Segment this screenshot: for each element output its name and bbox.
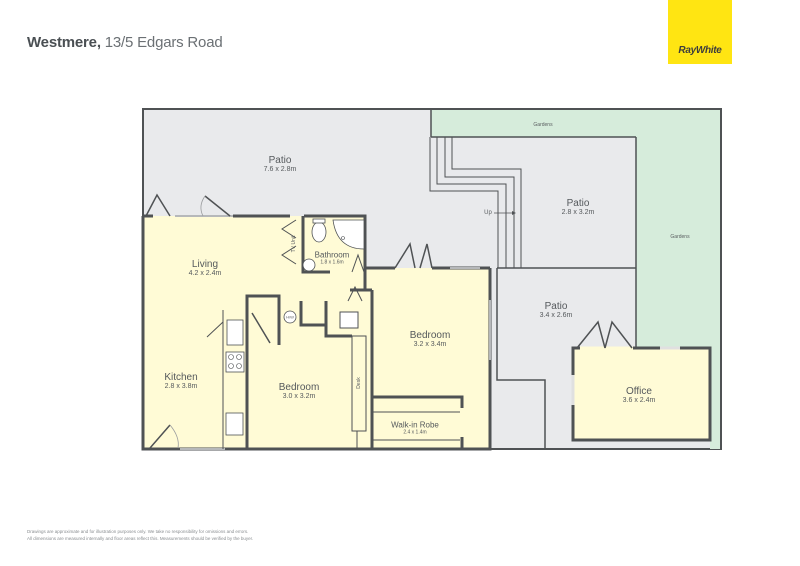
room-patio-upper-right: Patio 2.8 x 3.2m — [561, 198, 595, 216]
stove-icon — [225, 351, 245, 373]
stairs — [429, 137, 522, 268]
desk-label: Desk — [356, 377, 362, 389]
room-walk-in-robe: Walk-in Robe 2.4 x 1.4m — [391, 420, 439, 436]
tv-unit-label: TV Unit — [291, 235, 297, 253]
disclaimer-line-2: All dimensions are measured internally a… — [27, 536, 254, 541]
page-title: Westmere, 13/5 Edgars Road — [27, 34, 223, 51]
gardens-area — [431, 109, 721, 449]
appliance-icon — [339, 311, 359, 329]
room-bathroom: Bathroom 1.8 x 1.6m — [314, 250, 350, 266]
office-room — [571, 346, 712, 442]
shower-icon — [332, 219, 365, 250]
room-patio-main: Patio 7.6 x 2.8m — [263, 155, 297, 173]
stairs-up-label: Up — [484, 210, 492, 216]
hot-water-icon — [283, 310, 297, 324]
basin-icon — [302, 258, 316, 272]
disclaimer-line-1: Drawings are approximate and for illustr… — [27, 529, 249, 534]
room-living: Living 4.2 x 2.4m — [188, 259, 222, 277]
gardens-top-label: Gardens — [533, 122, 553, 128]
gardens-right-label: Gardens — [670, 234, 690, 240]
room-office: Office 3.6 x 2.4m — [622, 386, 656, 404]
room-patio-lower-right: Patio 3.4 x 2.6m — [539, 301, 573, 319]
fridge-icon — [226, 319, 244, 346]
logo-text: RayWhite — [678, 45, 722, 56]
toilet-icon — [311, 221, 327, 243]
disclaimer: Drawings are approximate and for illustr… — [27, 528, 253, 542]
sink-icon — [225, 412, 244, 436]
address-label: 13/5 Edgars Road — [104, 34, 223, 51]
ray-white-logo: RayWhite — [668, 0, 732, 64]
room-bedroom-2: Bedroom 3.2 x 3.4m — [409, 330, 451, 348]
room-bedroom-1: Bedroom 3.0 x 3.2m — [278, 382, 320, 400]
room-kitchen: Kitchen 2.8 x 3.8m — [164, 372, 198, 390]
hot-water-label: H/W — [286, 314, 294, 320]
house-interior — [143, 216, 490, 449]
suburb-label: Westmere, — [27, 34, 101, 51]
